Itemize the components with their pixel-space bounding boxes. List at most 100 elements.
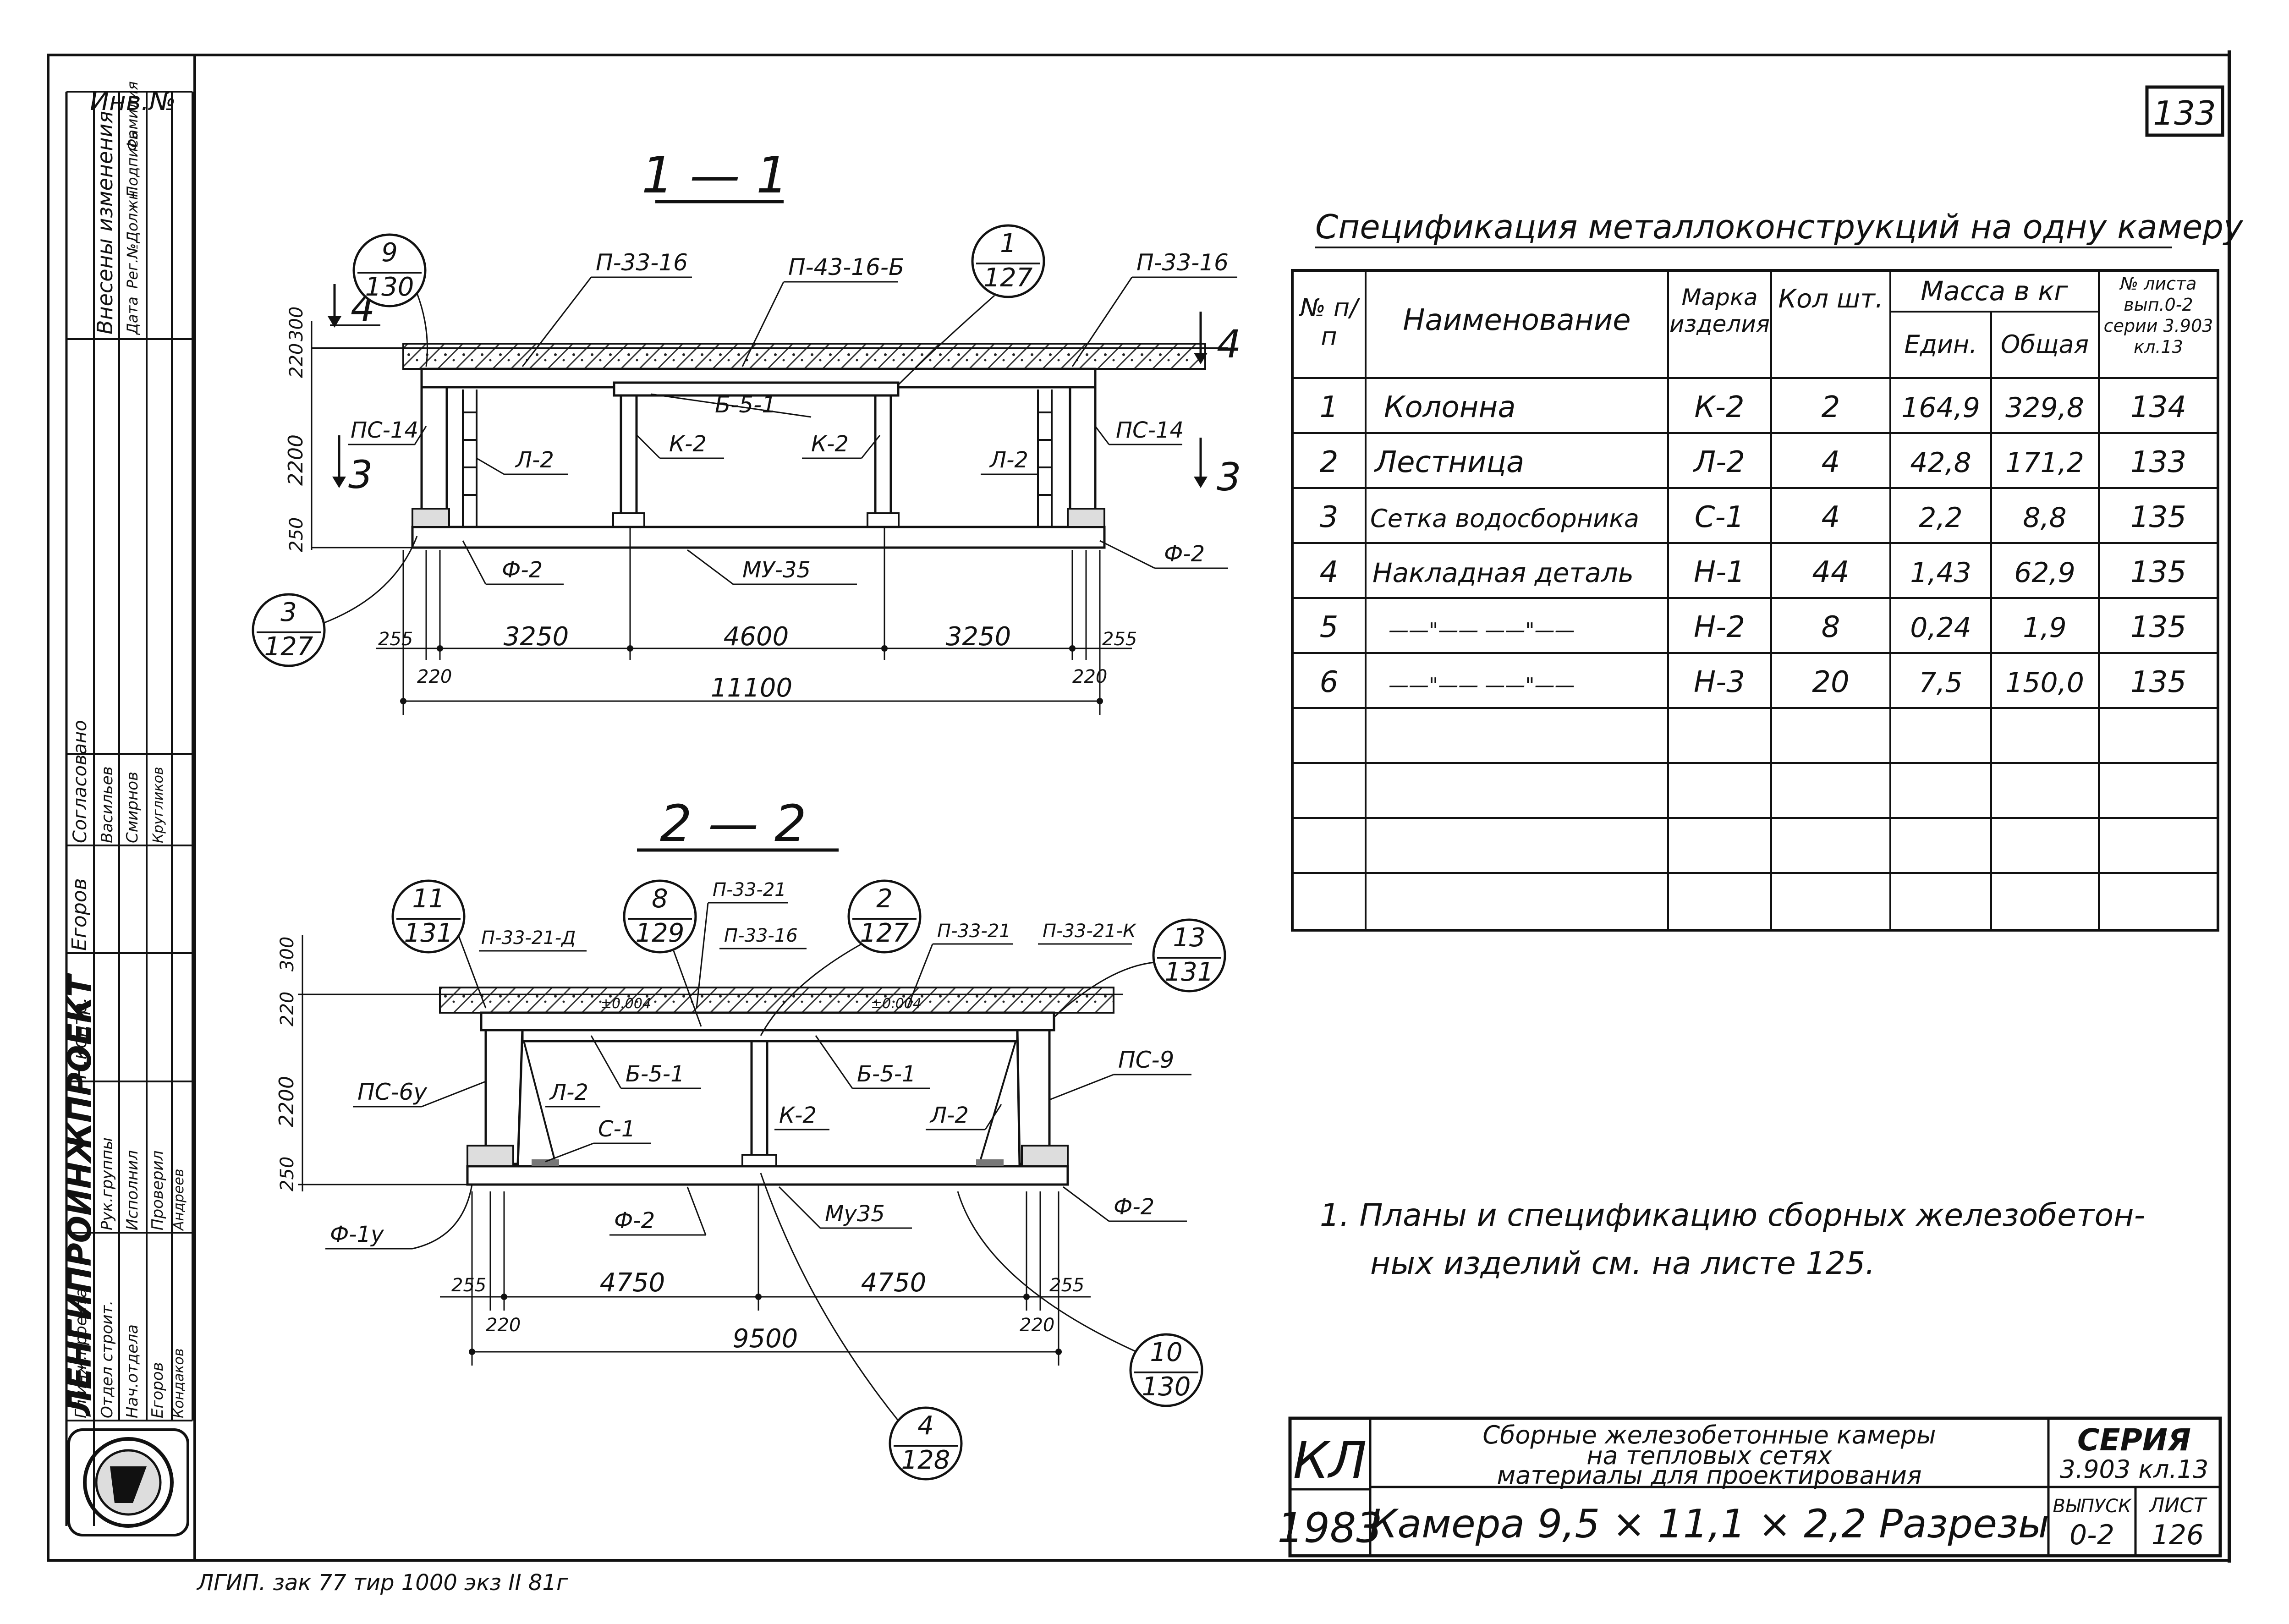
s1-callout-1-127: 1 127 [897,224,1045,386]
svg-text:42,8: 42,8 [1910,447,1971,479]
note: 1. Планы и спецификацию сборных железобе… [1320,1197,2145,1282]
s1-dim-3250-left: 3250 [504,622,569,652]
tb-sheet-label: ЛИСТ [2148,1494,2207,1517]
s1-label-l2-left: Л-2 [515,447,554,473]
changes-title: Внесены изменения [93,111,117,335]
role-nkontr: Н.контр. [70,997,91,1079]
section-2-2: 2 — 2 300 220 2200 250 ±0.004 ±0.004 [275,794,1226,1481]
svg-text:11: 11 [412,884,445,914]
svg-text:129: 129 [636,918,685,948]
org-logo [67,1428,189,1536]
svg-text:4: 4 [1320,555,1339,589]
s1-dim-220-left: 220 [417,666,452,687]
s1-dim-3250-right: 3250 [946,622,1011,652]
svg-text:4: 4 [917,1411,934,1441]
svg-text:1,9: 1,9 [2023,612,2066,644]
tb-code: КЛ [1293,1431,1367,1490]
spec-row-4: 4 Накладная деталь Н-1 44 1,43 62,9 135 [1320,555,2186,589]
note-line-2: ных изделий см. на листе 125. [1370,1245,1875,1282]
spec-row-3: 3 Сетка водосборника С-1 4 2,2 8,8 135 [1320,500,2186,534]
changes-col-name: Фамилия [124,81,141,151]
svg-text:8,8: 8,8 [2023,502,2066,534]
s2-label-p33-21-d: П-33-21-Д [481,927,576,949]
print-footer: ЛГИП. зак 77 тир 1000 экз II 81г [196,1570,568,1596]
approval-name-2: Васильев [98,766,116,843]
tb-desc-1: Сборные железобетонные камеры [1482,1421,1936,1449]
s1-label-ps14-left: ПС-14 [351,417,418,443]
s2-callout-4-128: 4 128 [760,1173,963,1481]
svg-text:127: 127 [860,918,909,948]
s2-soil-layer [439,987,1114,1014]
org-name: ЛЕНГИПРОИНЖПРОЕКТ [61,973,99,1417]
s1-label-k2-left: К-2 [669,431,707,457]
s1-dim-220-right: 220 [1072,666,1107,687]
tb-issue-label: ВЫПУСК [2053,1496,2132,1517]
svg-text:2,2: 2,2 [1919,502,1962,534]
s1-dim-v-300: 300 [286,307,307,341]
s2-dim-v-220: 220 [277,992,298,1026]
s2-level-right: ±0.004 [871,996,922,1012]
svg-text:Н-3: Н-3 [1694,665,1745,699]
spec-title: Спецификация металлоконструкций на одну … [1315,208,2244,246]
s2-dim-220-right: 220 [1020,1315,1054,1336]
note-line-1: 1. Планы и спецификацию сборных железобе… [1320,1197,2145,1234]
svg-text:128: 128 [901,1445,950,1475]
s2-label-b51-left: Б-5-1 [626,1061,685,1087]
s1-dim-v-250: 250 [286,517,307,552]
s2-label-f2-right: Ф-2 [1114,1194,1154,1220]
s2-dim-255-left: 255 [451,1275,486,1296]
svg-text:5: 5 [1320,610,1339,644]
changes-col-sign: Подпись [124,131,141,197]
svg-text:1,43: 1,43 [1910,557,1971,589]
svg-text:130: 130 [1142,1372,1191,1402]
role-dept-head: Нач.отдела [123,1324,142,1418]
inv-number-label: Инв.№ [90,87,176,116]
spec-header-num: № п/п [1300,293,1358,351]
s2-callout-11-131: 11 131 [391,879,487,1009]
tb-sheet-value: 126 [2152,1519,2204,1551]
svg-text:20: 20 [1812,665,1849,699]
s2-dim-v-2200: 2200 [275,1076,298,1127]
changes-col-reg: Рег.№ [124,243,141,289]
spec-header-qty: Кол шт. [1778,284,1883,314]
s1-dim-255-right: 255 [1102,629,1137,650]
svg-text:Н-1: Н-1 [1694,555,1745,589]
s1-label-l2-right: Л-2 [989,447,1028,473]
svg-text:135: 135 [2130,665,2186,699]
svg-text:Л-2: Л-2 [1693,445,1745,479]
s2-callout-13-131: 13 131 [1053,918,1226,1018]
s1-label-f2-left: Ф-2 [502,557,543,583]
svg-text:130: 130 [365,272,414,302]
svg-text:164,9: 164,9 [1901,392,1980,424]
approval-name-3: Смирнов [123,772,142,843]
svg-text:127: 127 [984,263,1033,293]
s2-dim-9500: 9500 [733,1324,798,1354]
tb-desc-3: материалы для проектирования [1497,1461,1922,1490]
approvals-title: Согласовано [70,720,91,843]
svg-text:3: 3 [280,598,297,627]
svg-text:Колонна: Колонна [1384,390,1516,424]
svg-text:8: 8 [1822,610,1840,644]
s1-cut-3-left: 3 [348,452,373,497]
svg-text:135: 135 [2130,500,2186,534]
s2-label-f2-left: Ф-2 [614,1208,655,1234]
spec-row-1: 1 Колонна К-2 2 164,9 329,8 134 [1320,390,2186,424]
spec-row-6: 6 ——"—— ——"—— Н-3 20 7,5 150,0 135 [1320,665,2186,699]
svg-text:133: 133 [2153,94,2216,132]
s2-callout-10-130: 10 130 [957,1191,1203,1407]
svg-text:13: 13 [1173,923,1205,953]
s1-label-p33-left: П-33-16 [596,249,688,276]
person-3: Андреев [171,1169,187,1231]
s1-dim-255-left: 255 [378,629,413,650]
approval-name-1: Егоров [68,878,91,951]
s2-dim-v-300: 300 [277,937,298,971]
svg-text:К-2: К-2 [1694,390,1744,424]
s2-label-p33-21-k: П-33-21-К [1043,921,1136,942]
s1-dim-v-220: 220 [286,343,307,378]
svg-text:7,5: 7,5 [1919,667,1962,699]
svg-text:135: 135 [2130,555,2186,589]
svg-text:131: 131 [1165,957,1214,987]
s2-dim-v-250: 250 [277,1157,298,1191]
s1-dim-4600: 4600 [724,622,789,652]
